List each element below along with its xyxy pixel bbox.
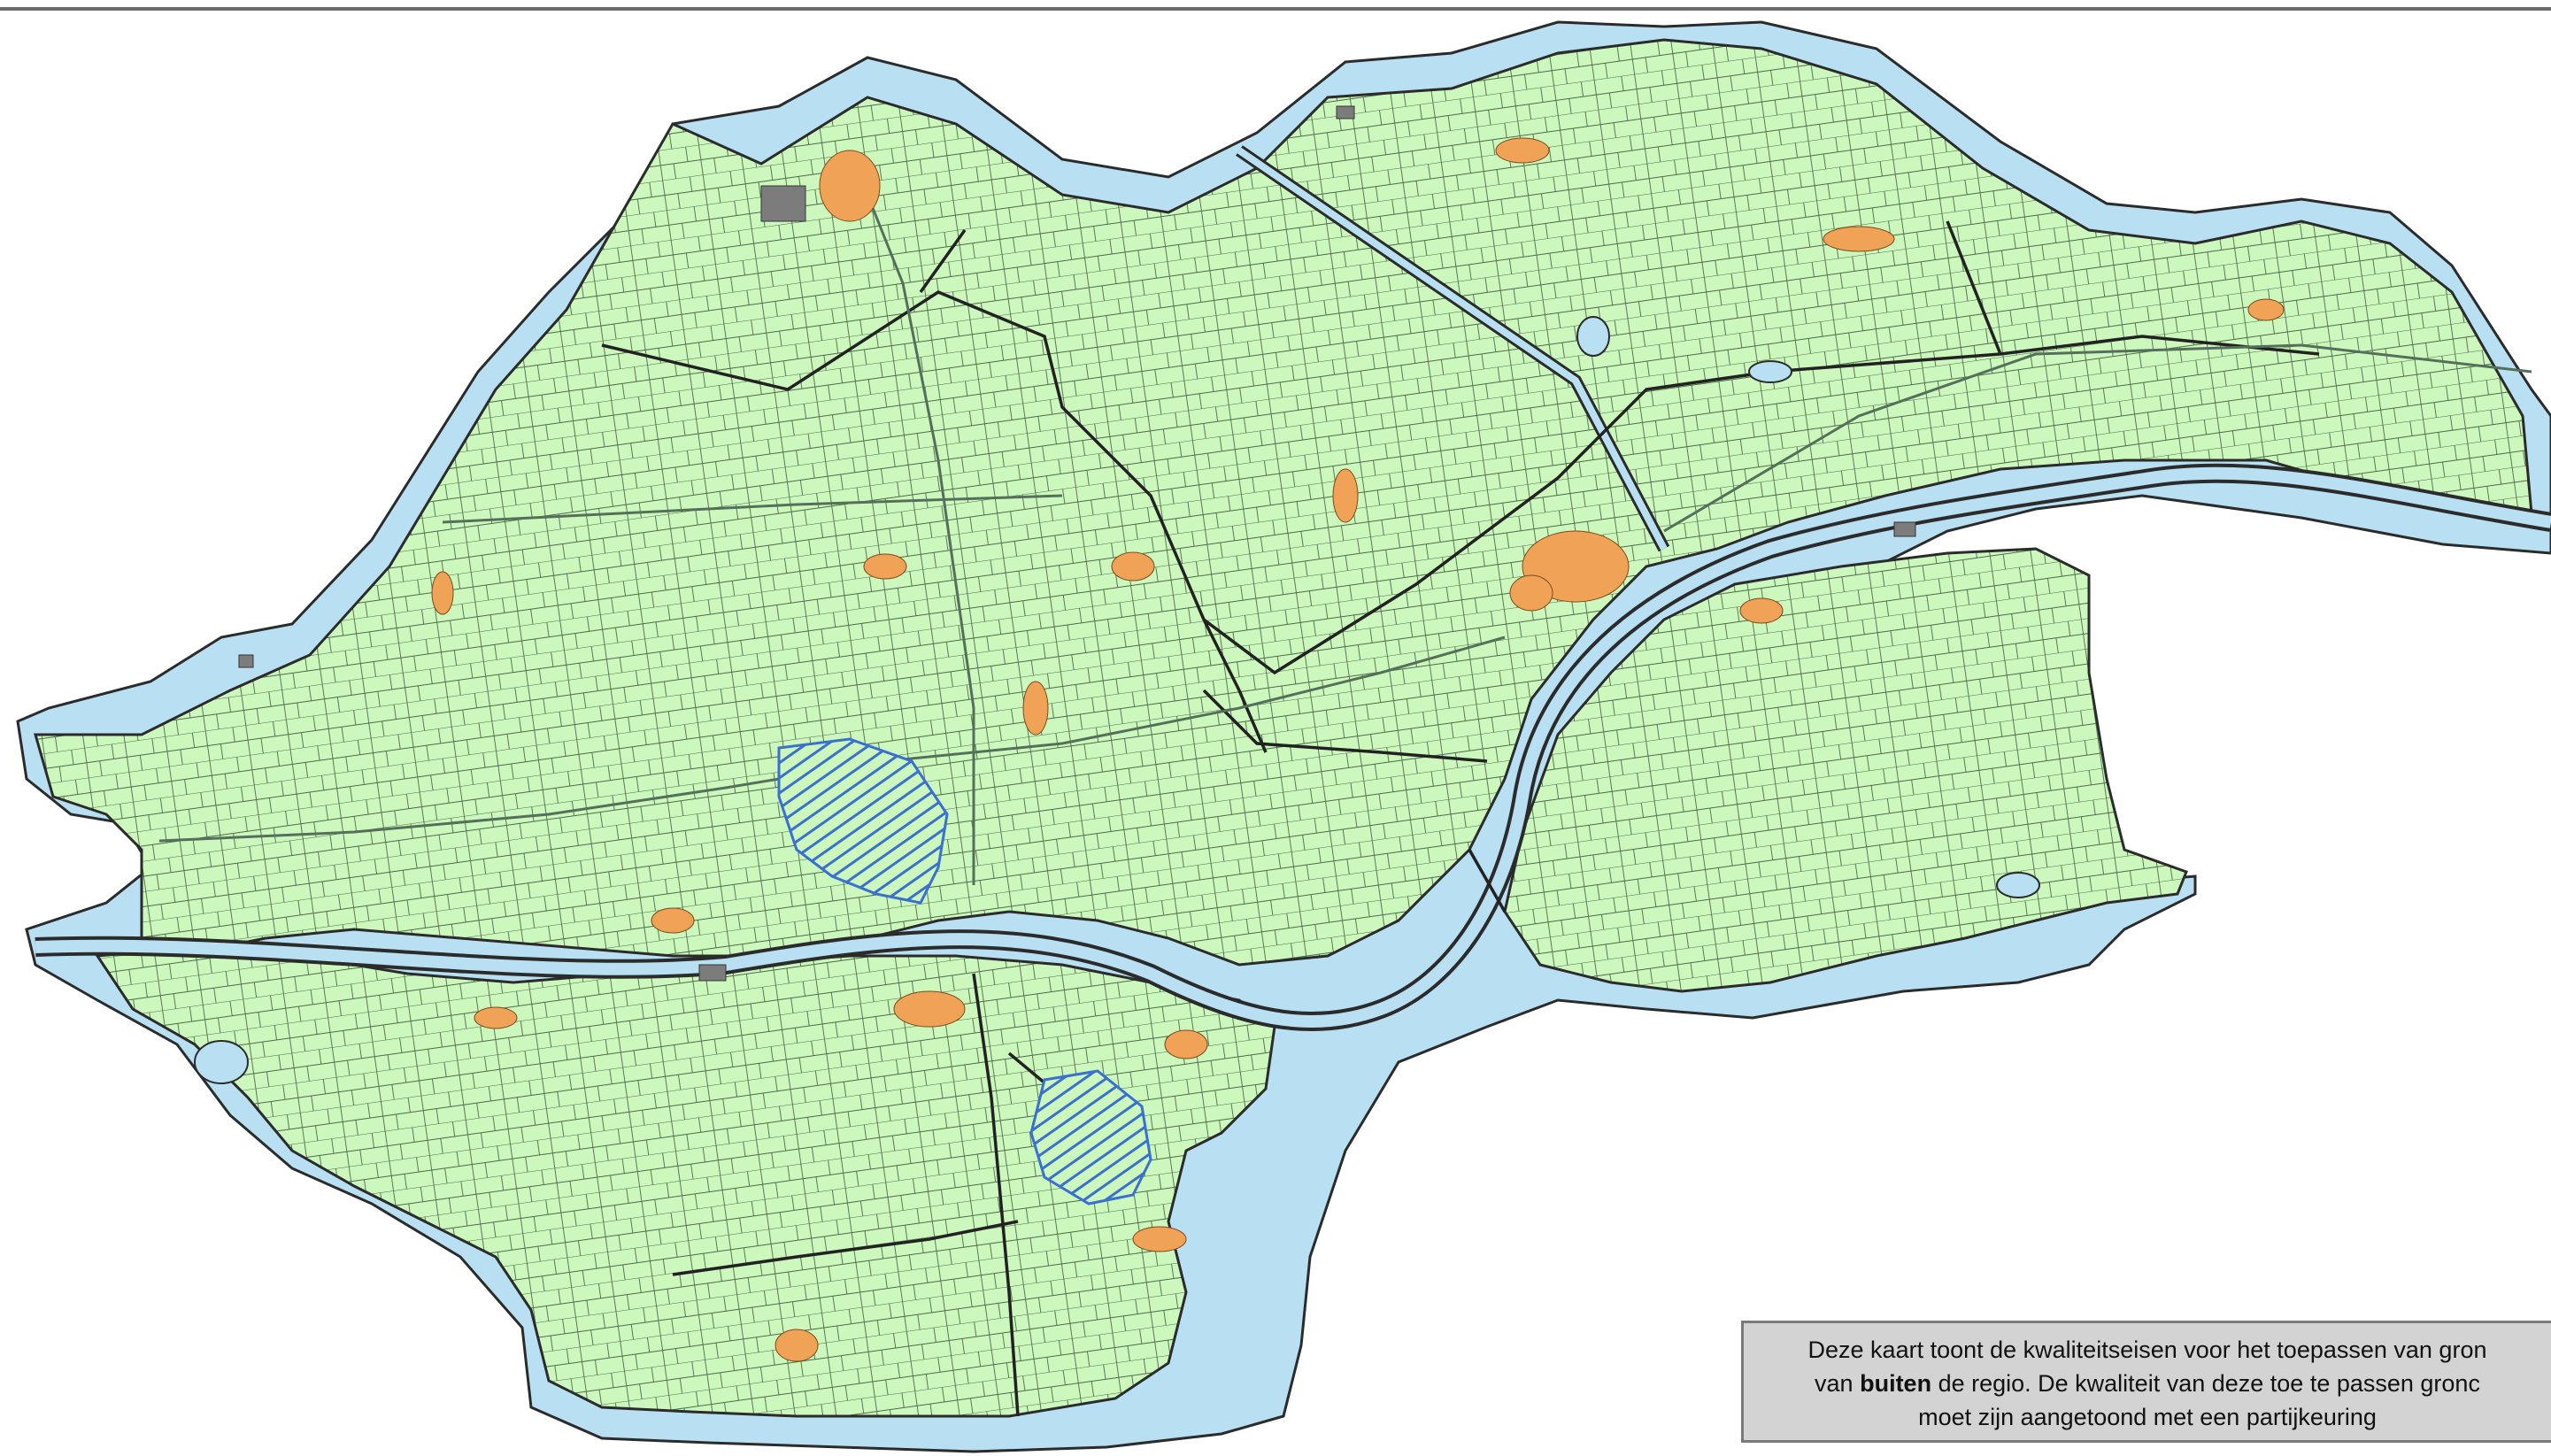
hatched-area-north: [777, 737, 949, 905]
note-line-3: moet zijn aangetoond met een partijkeuri…: [1918, 1404, 2377, 1430]
top-border: [0, 0, 2551, 11]
note-line-1: Deze kaart toont de kwaliteitseisen voor…: [1807, 1337, 2487, 1363]
note-line-2-bold: buiten: [1860, 1370, 1932, 1397]
municipal-boundaries: [601, 220, 2320, 1417]
main-river-water: [35, 466, 2551, 1028]
note-line-2-pre: van: [1815, 1370, 1861, 1397]
note-line-2: van buiten de regio. De kwaliteit van de…: [1744, 1367, 2551, 1400]
industrial-areas: [238, 105, 1916, 982]
canal-water: [1237, 147, 1668, 551]
lakes: [194, 316, 2040, 1084]
urban-areas: [431, 137, 2285, 1362]
land-north: [34, 38, 2533, 967]
hatched-area-south: [1029, 1069, 1152, 1206]
note-line-2-post: de regio. De kwaliteit van deze toe te p…: [1931, 1370, 2480, 1397]
map-note: Deze kaart toont de kwaliteitseisen voor…: [1741, 1321, 2551, 1443]
